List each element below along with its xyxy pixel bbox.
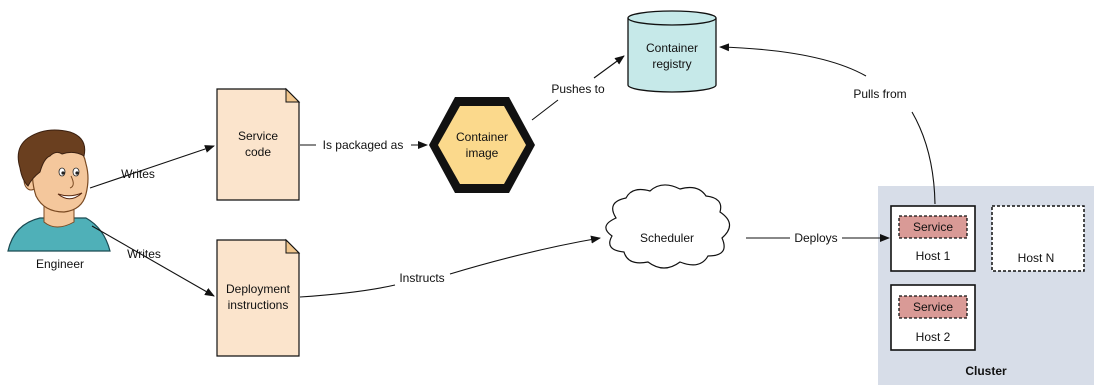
container-registry-label-line1: Container — [646, 41, 698, 55]
container-image-label-line1: Container — [456, 130, 508, 144]
deployment-instructions-label-line1: Deployment — [226, 282, 291, 296]
host-1-service — [898, 215, 968, 239]
host-n: Host N — [991, 205, 1085, 272]
engineer-label: Engineer — [36, 257, 84, 271]
edge-writes-code — [89, 145, 215, 189]
service-code-document — [216, 87, 301, 201]
host-1: Service Host 1 — [890, 205, 976, 272]
container-registry-label-line2: registry — [652, 57, 691, 71]
edge-writes-instructions-label: Writes — [127, 247, 161, 261]
edge-pushes-to-label: Pushes to — [551, 82, 605, 96]
host-2-service — [898, 295, 968, 319]
edge-pulls-from-label: Pulls from — [853, 87, 906, 101]
edge-is-packaged-as-label: Is packaged as — [323, 138, 404, 152]
edge-pushes-to — [531, 56, 624, 121]
service-code-label-line1: Service — [238, 129, 278, 143]
service-code-label-line2: code — [245, 145, 271, 159]
host-2-service-label: Service — [913, 300, 953, 314]
host-2-label: Host 2 — [916, 330, 951, 344]
edge-instructs-label: Instructs — [399, 271, 444, 285]
host-1-label: Host 1 — [916, 249, 951, 263]
deployment-instructions-document — [216, 238, 301, 357]
host-1-service-label: Service — [913, 220, 953, 234]
container-registry-cylinder — [627, 10, 717, 93]
edge-writes-code-label: Writes — [121, 167, 155, 181]
edge-pulls-from — [720, 47, 936, 205]
cluster-label: Cluster — [965, 364, 1007, 378]
edge-writes-instructions — [91, 225, 215, 297]
scheduler-cloud-icon — [605, 184, 731, 269]
container-image-label-line2: image — [466, 146, 499, 160]
host-n-label: Host N — [1018, 251, 1055, 265]
edge-instructs — [299, 238, 600, 298]
engineer-avatar-icon — [7, 129, 111, 252]
edge-deploys-label: Deploys — [794, 231, 837, 245]
deployment-instructions-label-line2: instructions — [228, 298, 289, 312]
container-image-hexagon — [429, 97, 535, 193]
host-2: Service Host 2 — [890, 284, 976, 351]
scheduler-label: Scheduler — [640, 231, 694, 245]
